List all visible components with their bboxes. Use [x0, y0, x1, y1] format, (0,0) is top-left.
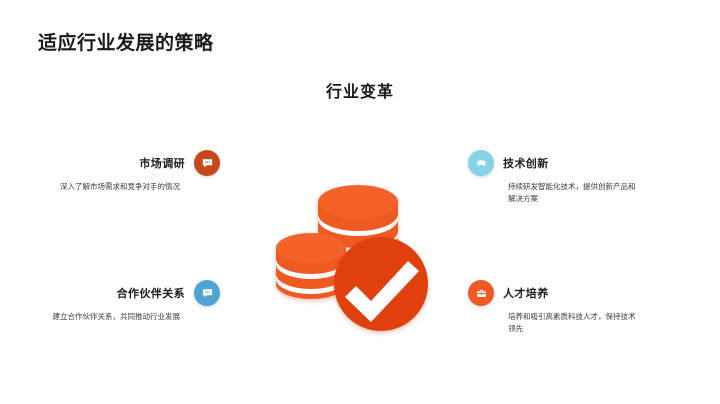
feature-item-partnership[interactable]: 合作伙伴关系 建立合作伙伴关系，共同推动行业发展	[30, 278, 220, 323]
feature-header: 技术创新	[468, 148, 658, 178]
feature-item-tech-innovation[interactable]: 技术创新 持续研发智能化技术，提供创新产品和解决方案	[468, 148, 658, 206]
feature-item-talent-development[interactable]: 人才培养 培养和吸引高素质科技人才，保持技术领先	[468, 278, 658, 336]
feature-description: 持续研发智能化技术，提供创新产品和解决方案	[508, 182, 636, 204]
coin-stack-front	[276, 233, 346, 299]
feature-description: 培养和吸引高素质科技人才，保持技术领先	[508, 312, 636, 334]
feature-title: 人才培养	[503, 288, 549, 300]
briefcase-icon[interactable]	[468, 280, 494, 306]
feature-description: 建立合作伙伴关系，共同推动行业发展	[52, 312, 181, 321]
page-title: 适应行业发展的策略	[38, 33, 214, 54]
feature-header: 合作伙伴关系	[30, 278, 220, 308]
central-graphic	[258, 150, 458, 350]
chat-bubble-icon[interactable]	[194, 150, 220, 176]
section-title: 行业变革	[325, 84, 394, 101]
sofa-icon[interactable]	[468, 150, 494, 176]
check-circle-icon	[334, 237, 428, 331]
feature-description: 深入了解市场需求和竞争对手的情况	[60, 182, 180, 191]
feature-title: 合作伙伴关系	[116, 288, 185, 300]
chat-bubble-icon[interactable]	[194, 280, 220, 306]
feature-item-market-research[interactable]: 市场调研 深入了解市场需求和竞争对手的情况	[30, 148, 220, 193]
feature-header: 人才培养	[468, 278, 658, 308]
feature-header: 市场调研	[30, 148, 220, 178]
feature-title: 技术创新	[503, 158, 549, 170]
feature-title: 市场调研	[139, 158, 185, 170]
